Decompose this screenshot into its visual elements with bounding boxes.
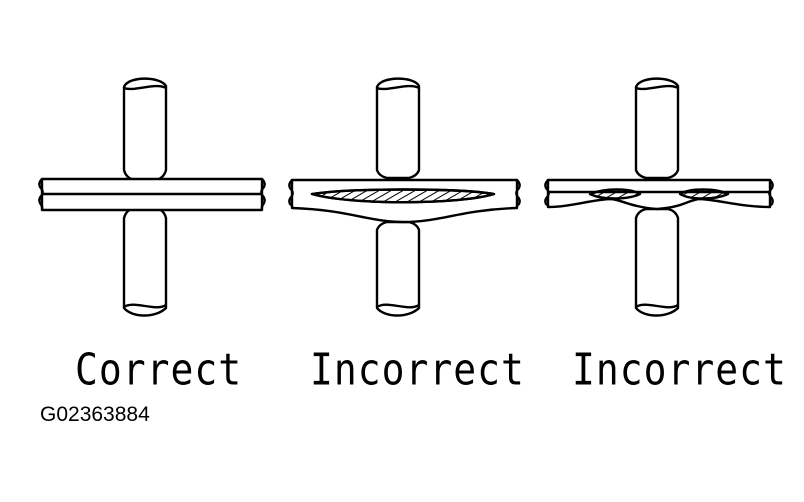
lower-electrode — [122, 206, 168, 317]
caption-incorrect-2: Incorrect — [572, 344, 787, 395]
incorrect-weld-panel-2 — [544, 77, 774, 317]
incorrect-weld-panel-1 — [288, 77, 521, 317]
weld-nugget-right — [678, 188, 730, 200]
metal-sheets — [546, 178, 772, 211]
lower-electrode — [375, 220, 421, 317]
figure-code: G02363884 — [40, 403, 150, 426]
lower-electrode — [634, 207, 680, 317]
caption-incorrect-1: Incorrect — [310, 344, 525, 395]
correct-weld-panel — [38, 77, 266, 317]
upper-electrode — [375, 77, 421, 180]
upper-electrode — [634, 77, 680, 180]
upper-electrode — [122, 77, 168, 182]
weld-nugget-left — [588, 188, 642, 200]
caption-correct: Correct — [75, 344, 243, 395]
